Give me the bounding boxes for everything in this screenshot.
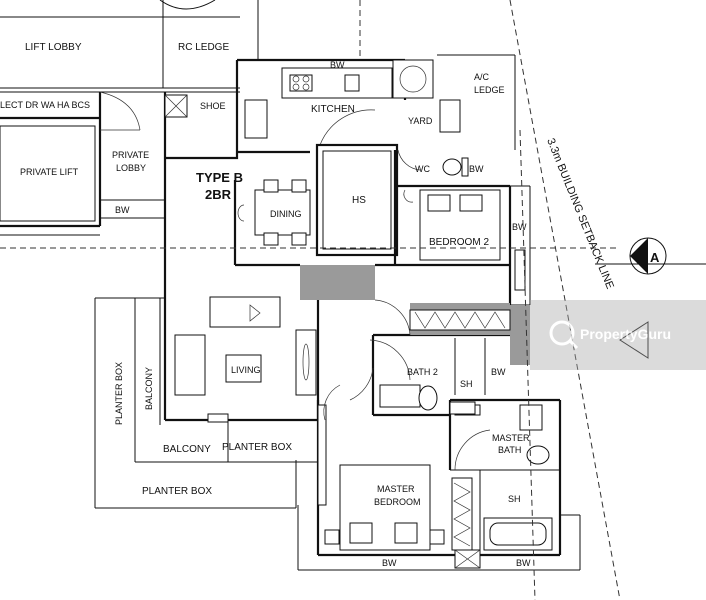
bw-label-kitchen: BW (330, 60, 345, 70)
bw-label-master-1: BW (382, 558, 397, 568)
bath2-vanity (379, 384, 421, 408)
label-ac-ledge-2: LEDGE (474, 85, 505, 95)
household-shelter (315, 143, 399, 257)
corridor-lines (0, 0, 259, 260)
label-private-lobby-1: PRIVATE (112, 150, 149, 160)
label-balcony-vertical: BALCONY (144, 367, 154, 410)
living-sofa-top (209, 296, 281, 328)
label-shoe: SHOE (200, 101, 226, 111)
tv-console (295, 329, 317, 396)
bw-label-lobby: BW (115, 205, 130, 215)
label-unit-type-1: TYPE B (196, 170, 243, 185)
bw-label-bedroom2: BW (512, 222, 527, 232)
label-planter-box-mid: PLANTER BOX (222, 442, 292, 453)
label-unit-type-2: 2BR (205, 187, 232, 202)
bw-label-bath2: BW (491, 367, 506, 377)
bw-sh-labels: BW BW BW BW BW BW BW SH SH (115, 60, 531, 568)
balcony-outline (94, 297, 318, 509)
section-marker: A (595, 237, 706, 359)
bath2-toilet (418, 385, 438, 411)
master-bath-sink (519, 404, 543, 431)
sh-label-bath2: SH (460, 379, 473, 389)
label-rc-ledge: RC LEDGE (178, 42, 229, 53)
label-utilities: LECT DR WA HA BCS (0, 100, 90, 110)
bw-label-wc: BW (469, 164, 484, 174)
bw-label-master-2: BW (516, 558, 531, 568)
label-living: LIVING (231, 365, 261, 375)
label-ac-ledge-1: A/C (474, 72, 490, 82)
wc-toilet (442, 158, 462, 176)
label-bedroom2: BEDROOM 2 (429, 237, 489, 248)
label-master-bath-2: BATH (498, 445, 521, 455)
setback-line-label: 3.3m BUILDING SETBACK LINE (544, 137, 616, 291)
watermark: PropertyGuru (530, 300, 706, 370)
label-lift-lobby: LIFT LOBBY (25, 42, 82, 53)
kitchen-sink (344, 74, 360, 92)
unit-walls (163, 54, 581, 571)
label-hs: HS (352, 195, 366, 206)
watermark-brand: PropertyGuru (580, 326, 671, 342)
living-coffee-table (225, 354, 262, 383)
label-bath2: BATH 2 (407, 367, 438, 377)
sh-label-master: SH (508, 494, 521, 504)
master-bath-toilet (526, 445, 550, 465)
label-master-bedroom-1: MASTER (377, 484, 415, 494)
label-dining: DINING (270, 209, 302, 219)
label-private-lobby-2: LOBBY (116, 163, 146, 173)
master-wardrobe (451, 477, 473, 551)
bedroom2-wardrobe (409, 309, 511, 331)
furniture (164, 59, 553, 569)
label-balcony: BALCONY (163, 444, 211, 455)
label-master-bedroom-2: BEDROOM (374, 497, 421, 507)
room-labels: LIFT LOBBY RC LEDGE LECT DR WA HA BCS SH… (0, 42, 530, 507)
label-master-bath-1: MASTER (492, 433, 530, 443)
label-planter-box-left: PLANTER BOX (114, 362, 124, 425)
label-private-lift: PRIVATE LIFT (20, 167, 79, 177)
section-marker-label: A (650, 250, 660, 265)
label-wc: WC (415, 164, 430, 174)
setback-lines (0, 0, 621, 600)
label-kitchen: KITCHEN (311, 104, 355, 115)
living-sofa-left (174, 334, 206, 396)
label-planter-box-bottom: PLANTER BOX (142, 486, 212, 497)
dining-table (254, 189, 311, 236)
label-yard: YARD (408, 116, 433, 126)
